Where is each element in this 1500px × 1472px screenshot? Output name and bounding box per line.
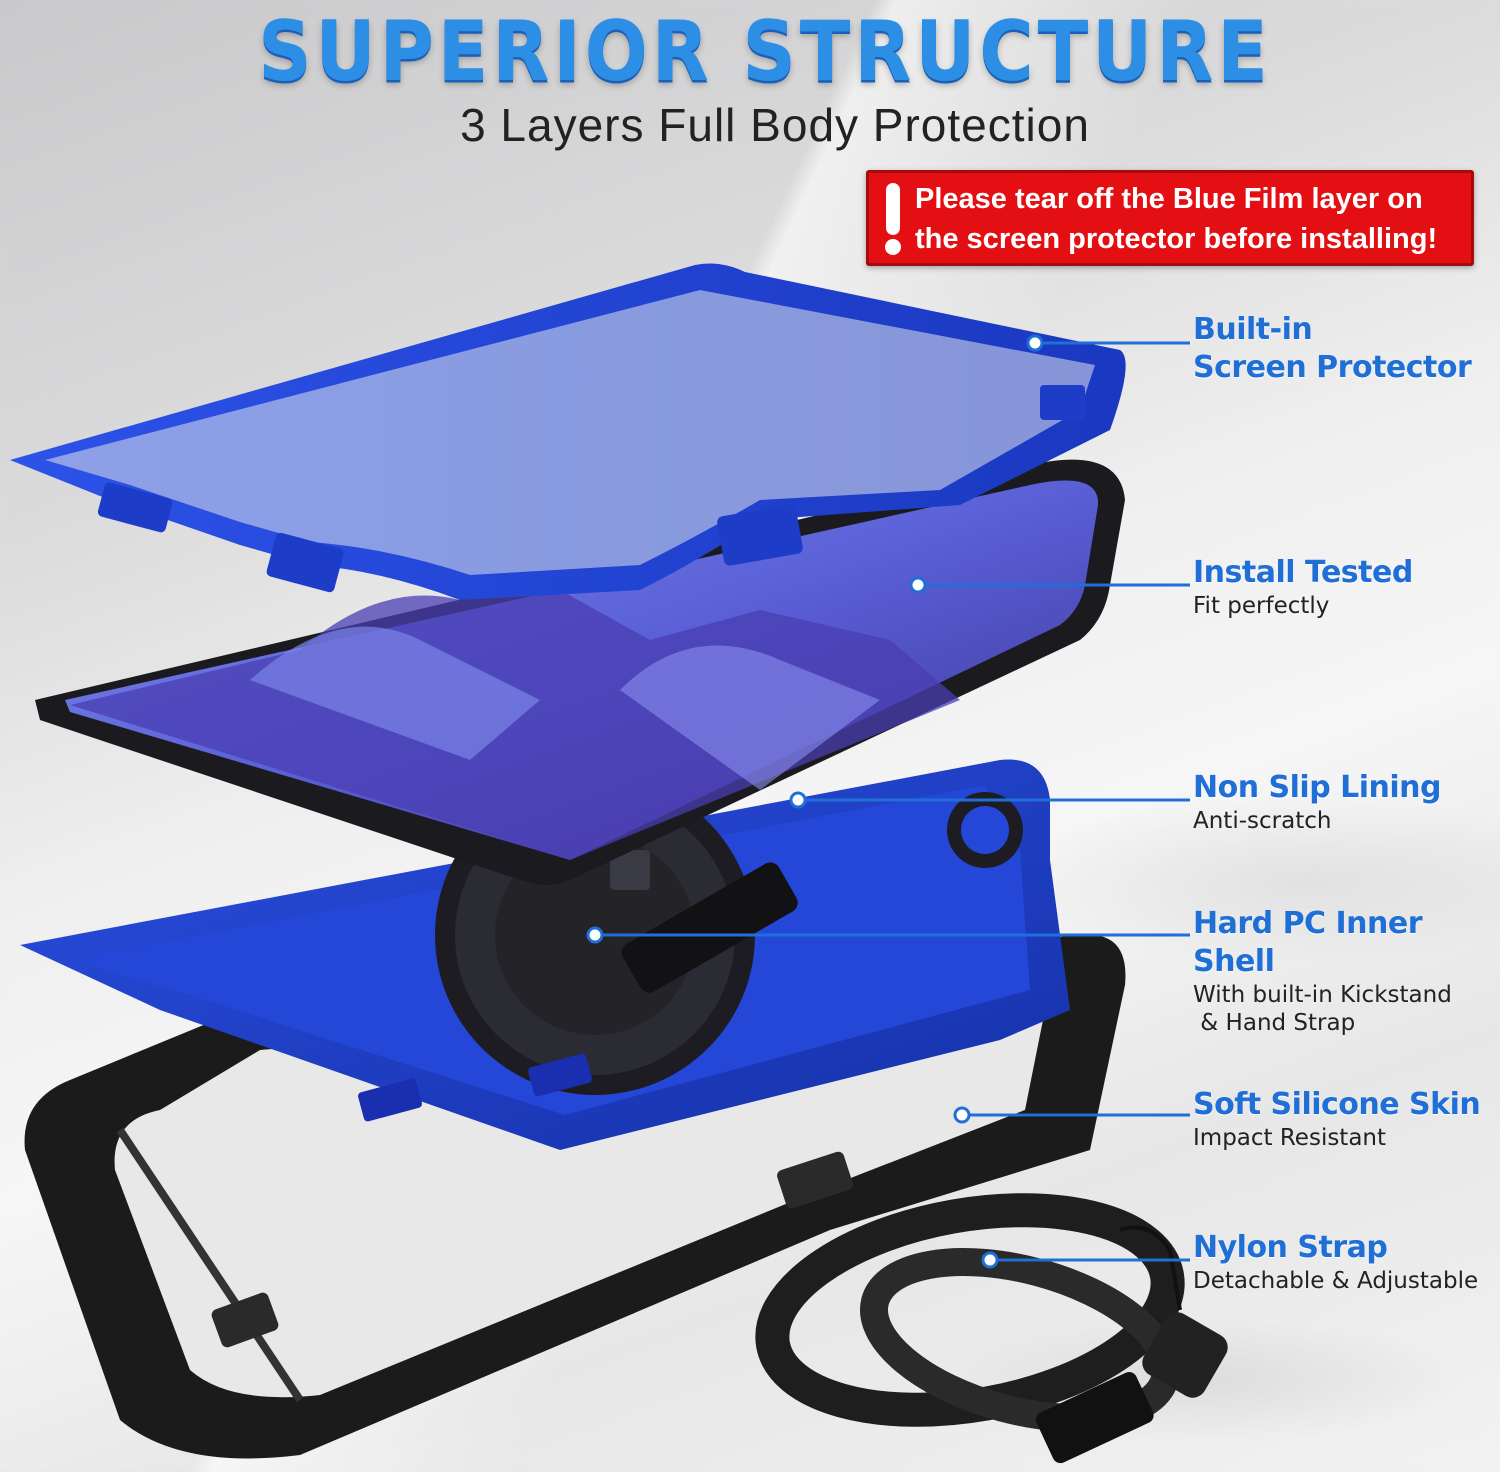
nylon-strap [755,1193,1228,1464]
callout-title: Built-in Screen Protector [1193,312,1472,385]
tablet-device [35,459,1125,885]
callout-title: Nylon Strap [1193,1230,1388,1265]
callout-title: Hard PC Inner Shell [1193,906,1423,979]
callout-leader-lines [586,334,1190,1269]
warning-banner: Please tear off the Blue Film layer on t… [866,170,1474,266]
exclamation-icon [885,183,901,255]
callout-install-tested: Install Tested Fit perfectly [1193,554,1413,620]
callout-hard-pc-shell: Hard PC Inner Shell With built-in Kickst… [1193,905,1500,1037]
subheadline: 3 Layers Full Body Protection [460,99,1090,151]
callout-silicone-skin: Soft Silicone Skin Impact Resistant [1193,1086,1481,1152]
callout-desc: Detachable & Adjustable [1193,1268,1479,1294]
callout-title: Non Slip Lining [1193,770,1441,805]
callout-nylon-strap: Nylon Strap Detachable & Adjustable [1193,1229,1478,1295]
callout-title: Soft Silicone Skin [1193,1087,1481,1122]
callout-desc: Anti-scratch [1193,808,1332,834]
callout-desc: Fit perfectly [1193,593,1330,619]
warning-line-2: the screen protector before installing! [915,223,1438,255]
callout-non-slip-lining: Non Slip Lining Anti-scratch [1193,769,1441,835]
warning-line-1: Please tear off the Blue Film layer on [915,183,1423,215]
callout-title: Install Tested [1193,555,1413,590]
headline: SUPERIOR STRUCTURE [258,4,1272,101]
screen-protector-frame [10,263,1126,600]
callout-desc: With built-in Kickstand & Hand Strap [1193,982,1452,1036]
callout-desc: Impact Resistant [1193,1125,1387,1151]
callout-screen-protector: Built-in Screen Protector [1193,311,1472,387]
